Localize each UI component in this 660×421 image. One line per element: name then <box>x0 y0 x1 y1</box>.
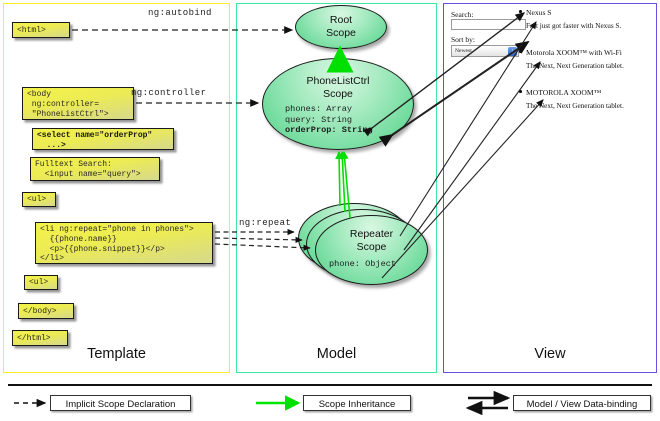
scope-root: Root Scope <box>295 5 387 49</box>
scope-phonelistctrl-title-1: PhoneListCtrl <box>306 75 370 87</box>
scope-root-title-2: Scope <box>326 26 356 39</box>
legend-model-view-databinding: Model / View Data-binding <box>513 395 651 411</box>
code-box-ul-close: <ul> <box>24 275 58 290</box>
column-label-view: View <box>534 346 566 362</box>
column-label-model: Model <box>316 346 357 362</box>
code-box-html: <html> <box>12 22 70 38</box>
sortby-label: Sort by: <box>451 35 475 44</box>
code-box-ul-open: <ul> <box>22 192 56 207</box>
scope-root-title-1: Root <box>329 14 353 26</box>
edge-label-controller: ng:controller <box>131 88 207 98</box>
scope-repeater-title-1: Repeater <box>349 228 394 240</box>
bullet-icon <box>519 10 522 13</box>
scope-prop-query: query: String <box>285 114 353 125</box>
scope-phonelistctrl-title-2: Scope <box>323 87 353 100</box>
bullet-icon <box>519 50 522 53</box>
scope-repeater-title-2: Scope <box>356 240 387 253</box>
scope-prop-phone: phone: Object <box>329 259 397 270</box>
code-box-html-close: </html> <box>12 330 68 346</box>
phone-name: Nexus S <box>526 8 552 17</box>
search-label: Search: <box>451 10 474 19</box>
scope-prop-orderprop: orderProp: String <box>285 124 373 135</box>
chevron-updown-icon: ↕ <box>508 47 517 56</box>
phone-name: Motorola XOOM™ with Wi-Fi <box>526 48 622 57</box>
search-input[interactable] <box>451 19 526 30</box>
legend-implicit-scope-declaration: Implicit Scope Declaration <box>50 395 191 411</box>
list-item[interactable]: Nexus S Fast just got faster with Nexus … <box>519 8 651 30</box>
column-label-template: Template <box>87 346 146 362</box>
view-panel: Search: Sort by: Newest ↕ Nexus S Fast j… <box>448 8 653 133</box>
legend-scope-inheritance: Scope Inheritance <box>303 395 411 411</box>
phone-snippet: Fast just got faster with Nexus S. <box>526 22 622 30</box>
edge-label-repeat: ng:repeat <box>239 218 292 228</box>
phone-snippet: The Next, Next Generation tablet. <box>526 62 624 70</box>
sort-select[interactable]: Newest ↕ <box>451 45 519 57</box>
code-box-select: <select name="orderProp" ...> <box>32 128 174 150</box>
scope-repeater: Repeater Scope phone: Object <box>315 215 428 285</box>
scope-phonelistctrl-props: phones: Array query: String orderProp: S… <box>285 104 413 135</box>
list-item[interactable]: MOTOROLA XOOM™ The Next, Next Generation… <box>519 88 651 110</box>
scope-repeater-props: phone: Object <box>329 259 427 269</box>
bullet-icon <box>519 90 522 93</box>
list-item[interactable]: Motorola XOOM™ with Wi-Fi The Next, Next… <box>519 48 651 70</box>
code-box-li-repeat: <li ng:repeat="phone in phones"> {{phone… <box>35 222 213 264</box>
phone-name: MOTOROLA XOOM™ <box>526 88 602 97</box>
phone-snippet: The Next, Next Generation tablet. <box>526 102 624 110</box>
code-box-search-input: Fulltext Search: <input name="query"> <box>30 157 160 181</box>
legend-divider <box>8 384 652 387</box>
sort-select-value: Newest <box>455 48 472 54</box>
edge-label-autobind: ng:autobind <box>148 8 212 18</box>
code-box-body-close: </body> <box>18 303 74 319</box>
code-box-body: <body ng:controller= "PhoneListCtrl"> <box>22 87 134 120</box>
scope-prop-phones: phones: Array <box>285 104 353 115</box>
scope-phonelistctrl: PhoneListCtrl Scope phones: Array query:… <box>262 58 414 150</box>
